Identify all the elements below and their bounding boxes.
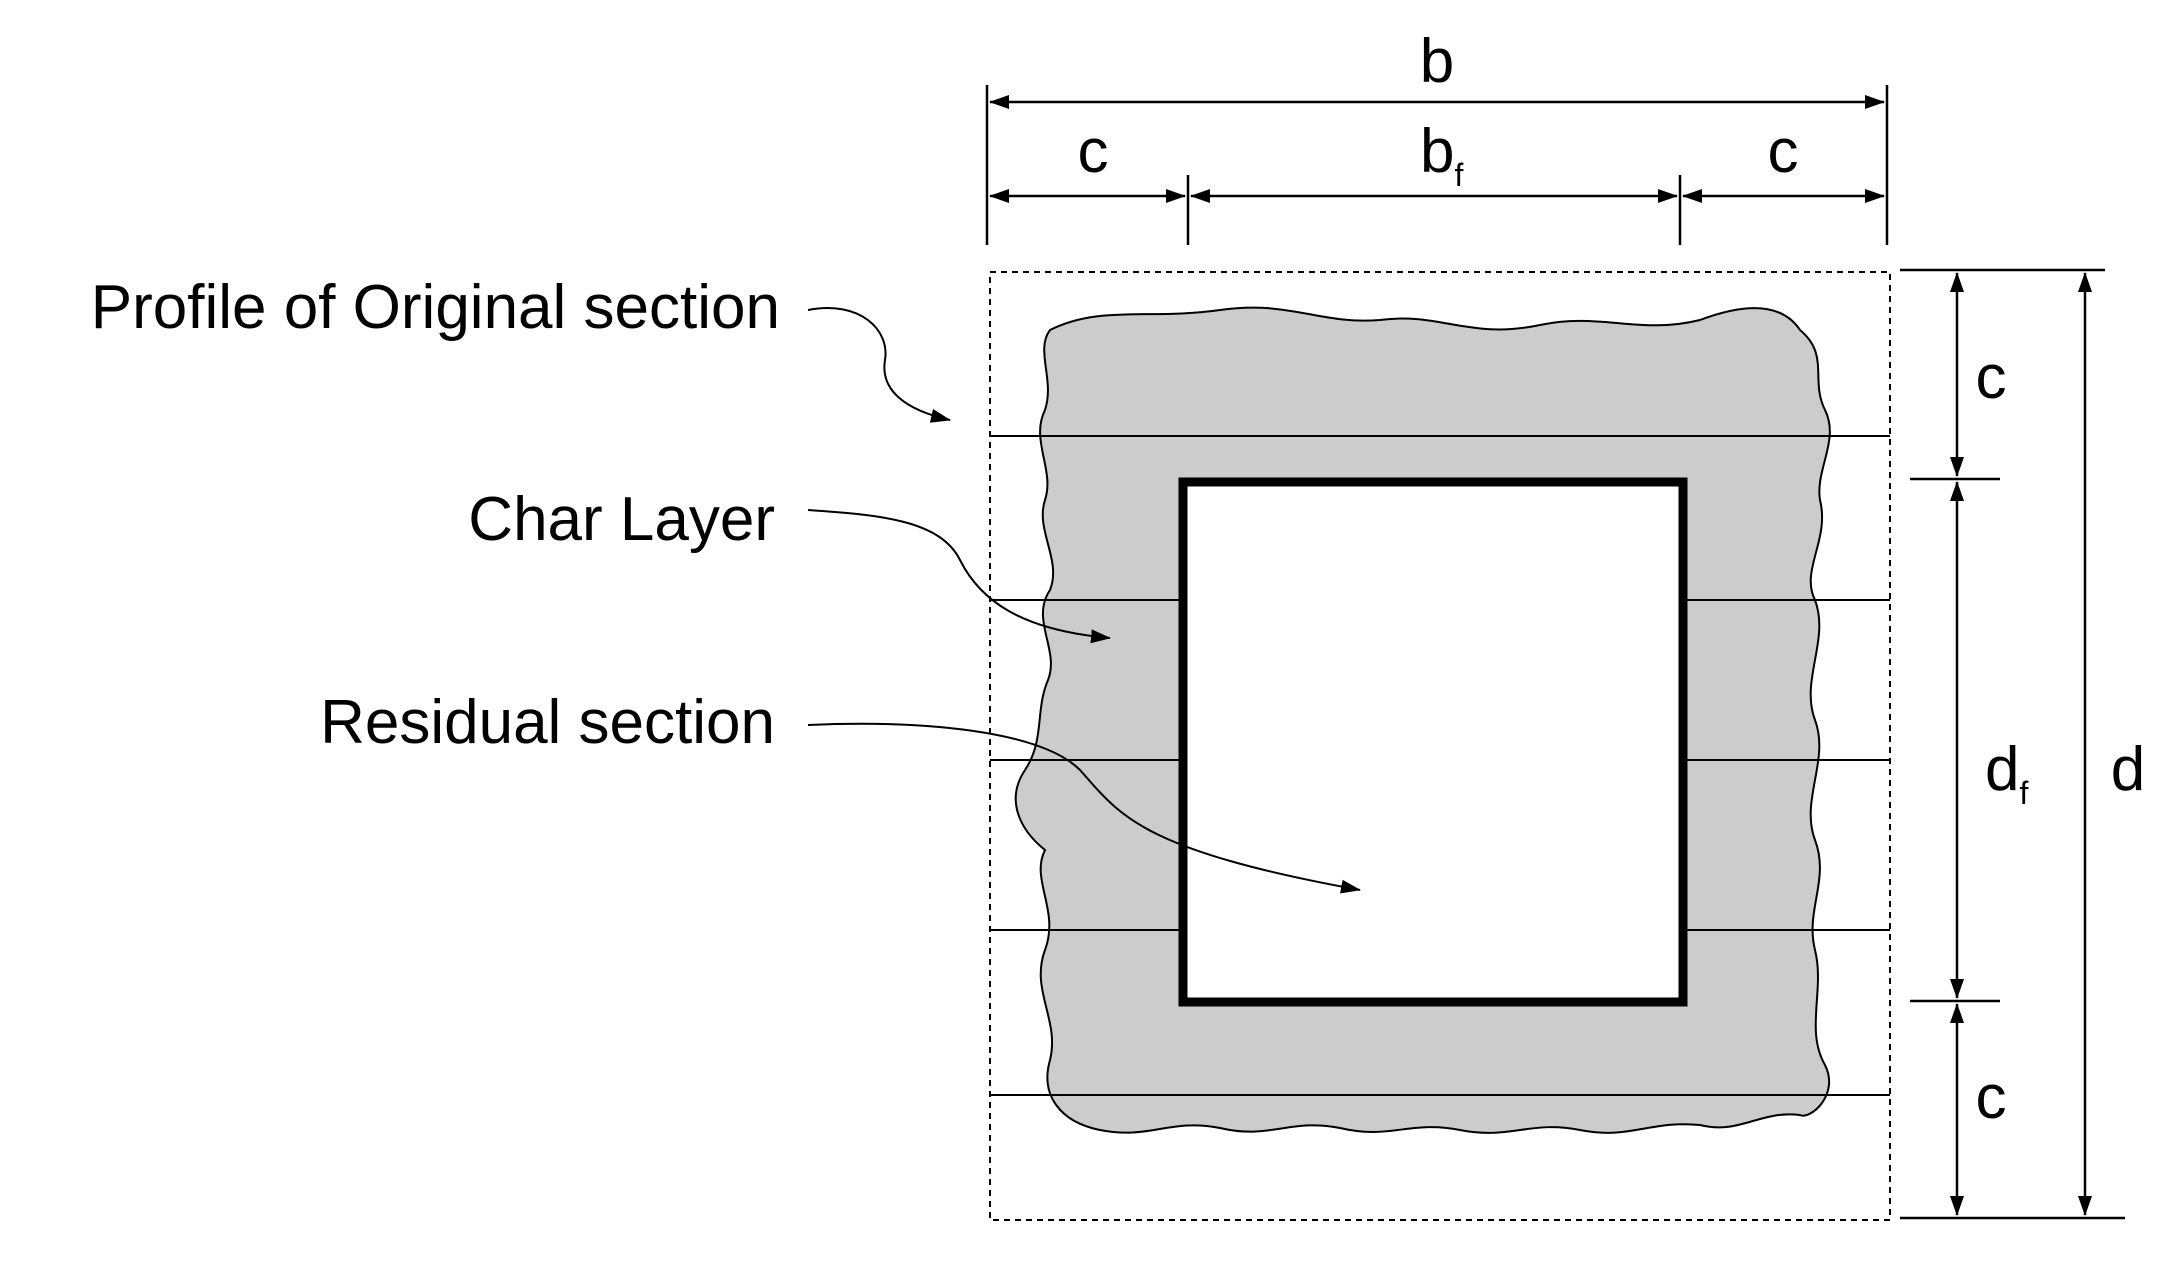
label-c-left: c <box>1078 117 1109 186</box>
label-df: df <box>1985 735 2028 811</box>
label-profile-of-original-section: Profile of Original section <box>91 273 780 342</box>
label-char-layer: Char Layer <box>468 485 775 554</box>
residual-section-box <box>1178 477 1688 1007</box>
callout-arrows <box>807 307 1361 894</box>
label-df-base: d <box>1985 735 2019 804</box>
label-b: b <box>1420 27 1454 96</box>
label-c-right: c <box>1768 117 1799 186</box>
width-dimensions <box>985 85 1889 245</box>
label-d: d <box>2111 735 2145 804</box>
label-c-bottom: c <box>1976 1063 2007 1132</box>
residual-arrow <box>807 722 1361 894</box>
label-bf-base: b <box>1420 117 1454 186</box>
label-c-top: c <box>1976 343 2007 412</box>
depth-dimensions <box>1900 268 2125 1220</box>
label-bf-subscript: f <box>1454 157 1463 193</box>
label-bf: bf <box>1420 117 1463 193</box>
label-df-subscript: f <box>2019 775 2028 811</box>
char-layer-arrow <box>807 509 1111 644</box>
label-residual-section: Residual section <box>320 688 775 757</box>
profile-arrow <box>807 307 951 423</box>
